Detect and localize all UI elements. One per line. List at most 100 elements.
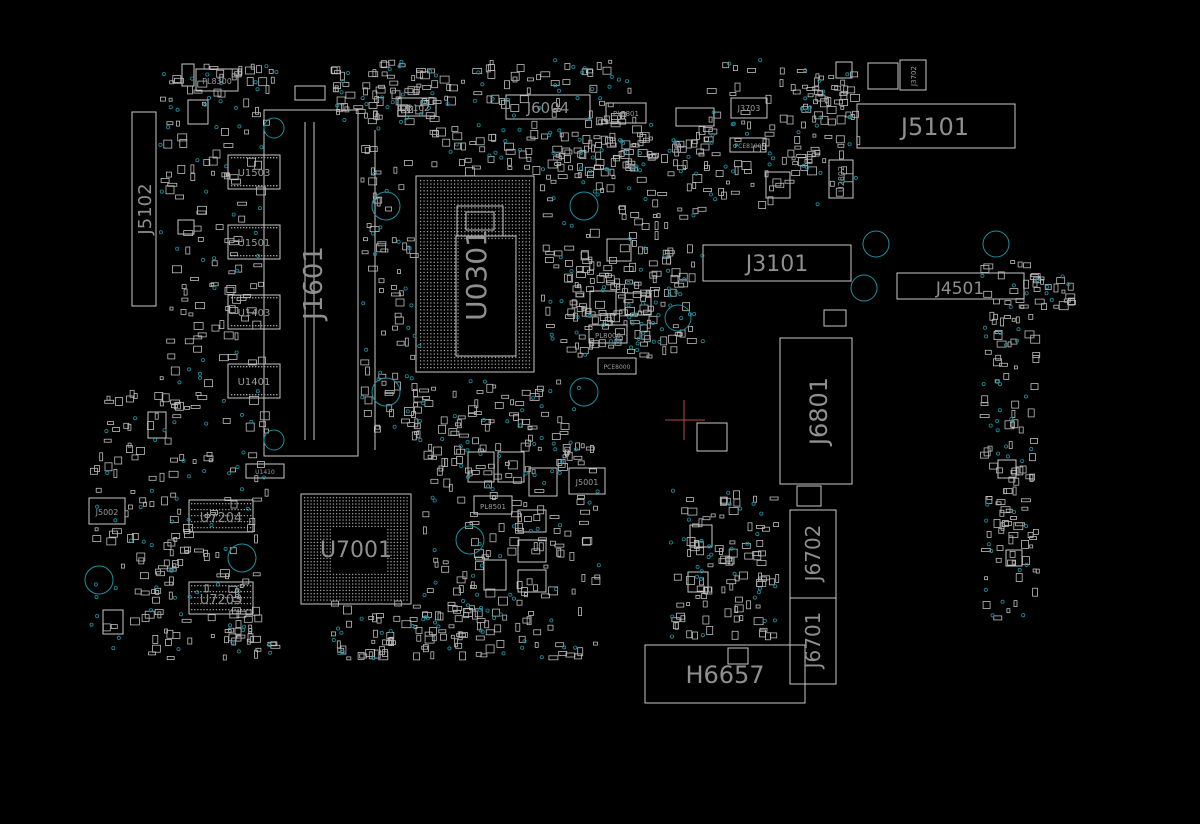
chip-small-h xyxy=(102,609,124,635)
chip-small-b xyxy=(181,63,195,87)
connector-j5102[interactable] xyxy=(131,111,157,307)
label-u1503: U1503 xyxy=(238,168,271,179)
chip-small-pc8502 xyxy=(517,569,547,593)
label-j3101: J3101 xyxy=(744,252,808,277)
label-u7204: U7204 xyxy=(200,511,243,526)
mounting-hole xyxy=(263,429,285,451)
chip-u7204[interactable] xyxy=(188,499,254,533)
bga-patterns xyxy=(304,180,531,601)
label-j5001: J5001 xyxy=(575,478,599,487)
connector-j6701[interactable] xyxy=(789,597,837,685)
label-j1601: J1601 xyxy=(299,246,329,322)
chip-small-a xyxy=(835,61,853,79)
chip-u0301[interactable] xyxy=(415,175,535,373)
chip-small-u6601 xyxy=(687,571,709,593)
mounting-hole xyxy=(862,230,890,258)
label-u1403: U1403 xyxy=(238,308,271,319)
inductor-pl8300[interactable] xyxy=(195,68,239,92)
chip-small-pc8200 xyxy=(467,451,495,483)
chip-small-8110 xyxy=(689,524,713,548)
vias xyxy=(89,58,1071,661)
chip-small-u3702 xyxy=(765,171,791,199)
label-u1501: U1501 xyxy=(238,238,271,249)
chip-small-e xyxy=(187,99,209,125)
chip-small-pl8802 xyxy=(483,559,507,591)
mounting-hole xyxy=(227,543,257,573)
label-pce8000: PCE8000 xyxy=(604,364,631,371)
chip-small-g xyxy=(294,85,326,101)
cursor-crosshair xyxy=(665,400,705,440)
connector-j3102[interactable] xyxy=(397,97,437,117)
chip-small-k xyxy=(997,459,1017,479)
label-h6657: H6657 xyxy=(685,661,764,689)
cap-pce8100[interactable] xyxy=(729,137,767,153)
label-pl8501: PL8501 xyxy=(480,503,506,511)
label-j3702: J3702 xyxy=(910,66,918,87)
chip-small-pc8201 xyxy=(497,451,525,483)
label-u1410: U1410 xyxy=(255,469,275,476)
mounting-holes xyxy=(84,117,1010,595)
chip-small-6860 xyxy=(823,309,847,327)
mounting-hole xyxy=(84,565,114,595)
connector-j1601[interactable] xyxy=(263,109,359,457)
label-j5101: J5101 xyxy=(899,113,969,141)
chip-small-j xyxy=(1005,549,1023,567)
connector-j5101[interactable] xyxy=(856,103,1016,149)
mounting-hole xyxy=(569,377,599,407)
chip-small-i xyxy=(727,647,749,665)
mounting-hole xyxy=(371,377,401,407)
chip-u1401[interactable] xyxy=(227,363,281,399)
label-j5102: J5102 xyxy=(135,183,156,235)
component-labels: J5101 J3101 J4501 H6657 U7001 J6004 U720… xyxy=(95,66,985,689)
chip-small-d xyxy=(177,219,195,235)
label-j3703: J3703 xyxy=(737,104,761,113)
chip-small-pc8601 xyxy=(528,467,558,497)
mounting-hole xyxy=(850,274,878,302)
connector-j3703[interactable] xyxy=(730,97,768,119)
chip-u1503[interactable] xyxy=(227,154,281,190)
mounting-hole xyxy=(371,191,401,221)
chip-small-f xyxy=(147,411,167,439)
connector-j5001[interactable] xyxy=(568,467,606,495)
component-j3702-outline[interactable] xyxy=(899,59,927,91)
chip-u1501[interactable] xyxy=(227,224,281,260)
chip-small-pc8551 xyxy=(517,539,547,563)
label-pl8801: PL8801 xyxy=(613,110,639,118)
chip-small-u6651 xyxy=(696,422,728,452)
cap-pce8000[interactable] xyxy=(597,357,637,375)
label-u2802: U2802 xyxy=(837,166,846,192)
label-j6701: J6701 xyxy=(801,612,825,671)
label-pl8000: PL8000 xyxy=(595,332,621,340)
label-pl8300: PL8300 xyxy=(202,77,232,86)
mounting-hole xyxy=(569,191,599,221)
label-j5002: J5002 xyxy=(95,508,119,517)
component-misc-outline[interactable] xyxy=(867,62,899,90)
connector-usb-top xyxy=(796,485,822,507)
label-u7001: U7001 xyxy=(320,538,392,563)
label-j4501: J4501 xyxy=(935,279,984,299)
mounting-hole xyxy=(982,230,1010,258)
hole-h6657[interactable] xyxy=(644,644,806,704)
label-u7203: U7203 xyxy=(200,593,243,608)
connector-j4501[interactable] xyxy=(896,272,1025,300)
smd-components xyxy=(90,59,1076,661)
label-u1401: U1401 xyxy=(238,377,271,388)
mounting-hole xyxy=(455,525,485,555)
label-u0301: U0301 xyxy=(460,229,493,321)
component-outlines xyxy=(88,59,1025,704)
connector-j6801[interactable] xyxy=(779,337,853,485)
label-j6702: J6702 xyxy=(801,525,825,584)
connector-j3101[interactable] xyxy=(702,244,852,282)
chip-small-3101 xyxy=(675,107,715,127)
label-j6801: J6801 xyxy=(805,377,833,447)
label-j6004: J6004 xyxy=(526,99,570,117)
mounting-hole xyxy=(263,117,285,139)
connector-j6004[interactable] xyxy=(505,94,591,120)
chip-u7001[interactable] xyxy=(300,493,412,605)
label-j3102: J3102 xyxy=(403,104,430,114)
chip-small-c xyxy=(606,238,632,262)
chip-u1410[interactable] xyxy=(245,463,285,479)
mounting-hole xyxy=(664,304,692,332)
label-pce8100: PCE8100 xyxy=(735,143,762,150)
